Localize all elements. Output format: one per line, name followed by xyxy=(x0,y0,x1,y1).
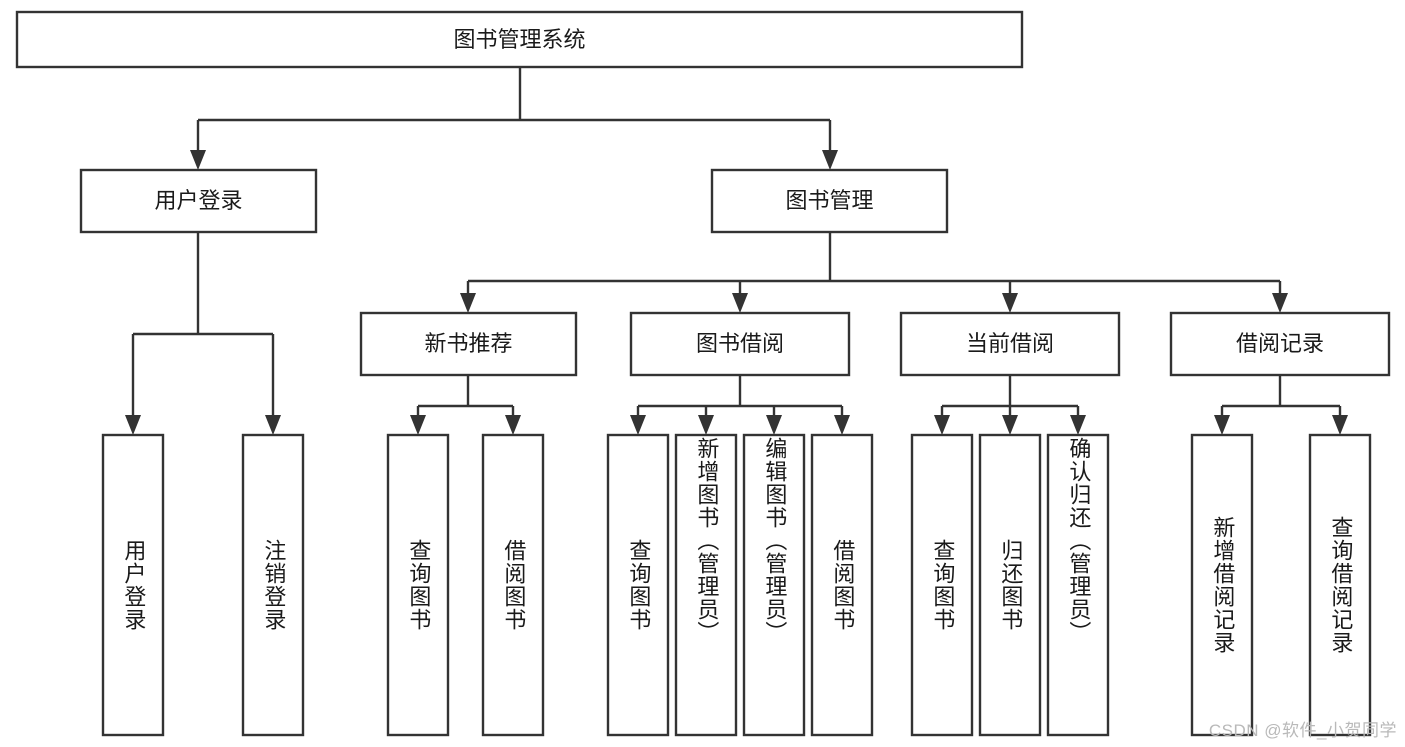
arrowhead-book-manage xyxy=(822,150,838,170)
node-label-user-login: 用户登录 xyxy=(154,188,242,213)
arrowhead-new-book-child-1 xyxy=(410,415,426,435)
arrowhead-current-borrow-child-2 xyxy=(1002,415,1018,435)
node-label-root: 图书管理系统 xyxy=(453,27,585,52)
node-box-book-borrow[interactable] xyxy=(629,311,851,377)
node-label-current-borrow: 当前借阅 xyxy=(966,331,1054,356)
node-label-book-manage: 图书管理 xyxy=(785,188,873,213)
arrowhead-borrow-record-child-1 xyxy=(1214,415,1230,435)
node-box-current-borrow[interactable] xyxy=(899,311,1121,377)
node-box-book-manage[interactable] xyxy=(710,168,949,234)
node-box-leaf-borrow-record-1[interactable] xyxy=(1190,433,1254,737)
connector-group-book-manage xyxy=(460,232,1288,313)
node-box-leaf-current-borrow-3[interactable] xyxy=(1046,433,1110,737)
node-box-leaf-book-borrow-1[interactable] xyxy=(606,433,670,737)
node-box-leaf-current-borrow-1[interactable] xyxy=(910,433,974,737)
node-box-root[interactable] xyxy=(15,10,1024,69)
node-box-leaf-new-book-2[interactable] xyxy=(481,433,545,737)
arrowhead-current-borrow-child-3 xyxy=(1070,415,1086,435)
arrowhead-book-borrow xyxy=(732,293,748,313)
arrowhead-borrow-record-child-2 xyxy=(1332,415,1348,435)
node-box-leaf-book-borrow-3[interactable] xyxy=(742,433,806,737)
node-box-borrow-record[interactable] xyxy=(1169,311,1391,377)
watermark-label: CSDN @软件_小贺同学 xyxy=(1208,721,1397,740)
arrowhead-user-login-child-1 xyxy=(125,415,141,435)
node-box-user-login[interactable] xyxy=(79,168,318,234)
arrowhead-borrow-record xyxy=(1272,293,1288,313)
arrowhead-current-borrow-child-1 xyxy=(934,415,950,435)
arrowhead-book-borrow-child-1 xyxy=(630,415,646,435)
arrowhead-new-book-child-2 xyxy=(505,415,521,435)
node-label-borrow-record: 借阅记录 xyxy=(1236,331,1324,356)
node-box-leaf-user-login-2[interactable] xyxy=(241,433,305,737)
node-box-leaf-book-borrow-2[interactable] xyxy=(674,433,738,737)
arrowhead-current-borrow xyxy=(1002,293,1018,313)
arrowhead-book-borrow-child-2 xyxy=(698,415,714,435)
arrowhead-user-login-child-2 xyxy=(265,415,281,435)
connector-group-root xyxy=(190,67,838,170)
arrowhead-book-borrow-child-3 xyxy=(766,415,782,435)
arrowhead-new-book-recommend xyxy=(460,293,476,313)
connector-group-new-book-recommend xyxy=(410,375,521,435)
node-box-leaf-borrow-record-2[interactable] xyxy=(1308,433,1372,737)
node-box-leaf-new-book-1[interactable] xyxy=(386,433,450,737)
node-box-leaf-user-login-1[interactable] xyxy=(101,433,165,737)
connector-group-borrow-record xyxy=(1214,375,1348,435)
node-box-leaf-current-borrow-2[interactable] xyxy=(978,433,1042,737)
connector-group-user-login xyxy=(125,232,281,435)
node-box-leaf-book-borrow-4[interactable] xyxy=(810,433,874,737)
arrowhead-user-login xyxy=(190,150,206,170)
connector-group-current-borrow xyxy=(934,375,1086,435)
node-label-new-book-recommend: 新书推荐 xyxy=(424,331,512,356)
node-box-new-book-recommend[interactable] xyxy=(359,311,578,377)
node-label-book-borrow: 图书借阅 xyxy=(696,331,784,356)
arrowhead-book-borrow-child-4 xyxy=(834,415,850,435)
connector-group-book-borrow xyxy=(630,375,850,435)
